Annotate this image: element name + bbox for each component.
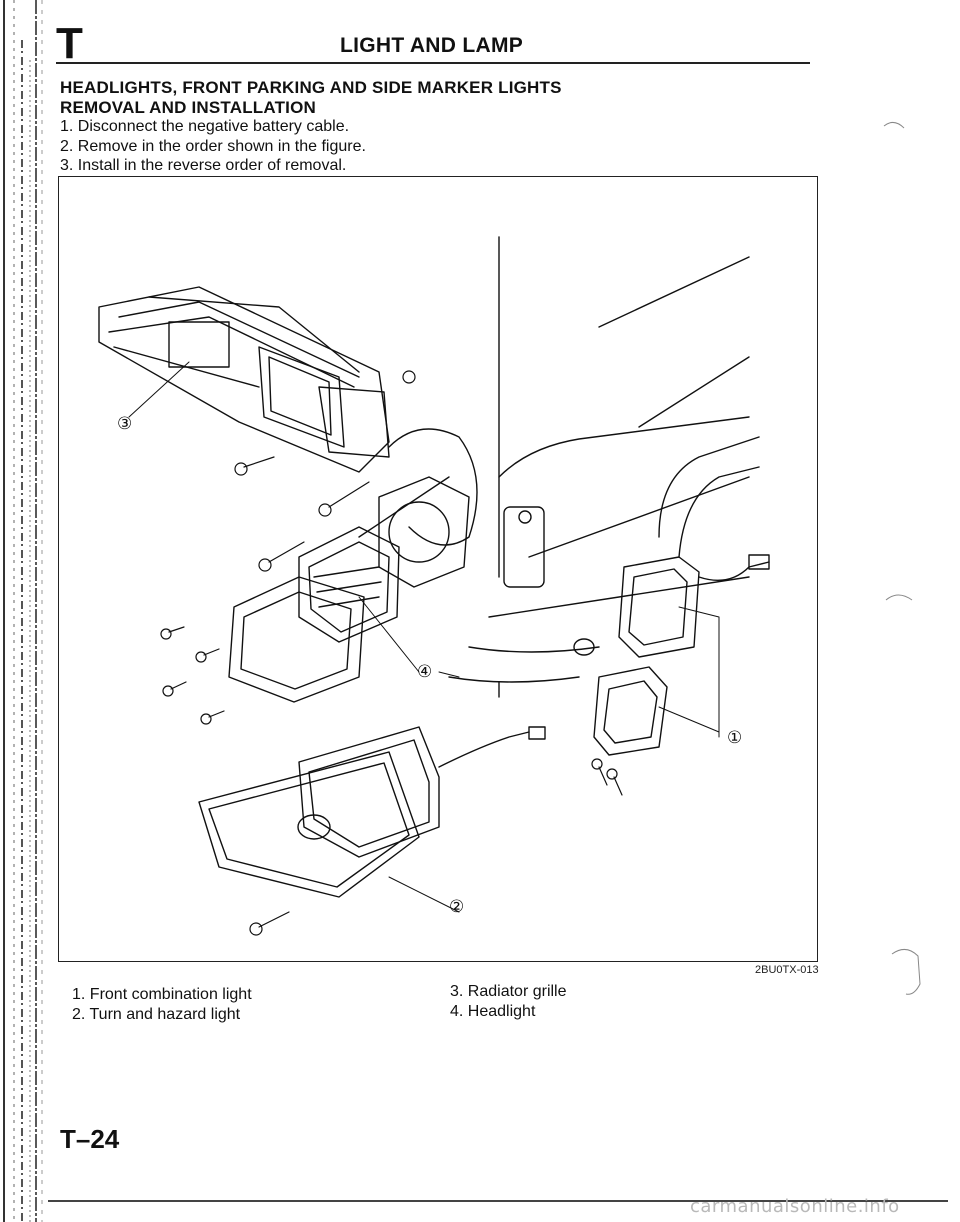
legend-left: 1. Front combination light 2. Turn and h…	[72, 985, 252, 1025]
step-3: 3. Install in the reverse order of remov…	[60, 157, 347, 174]
scan-mark	[891, 949, 921, 995]
bottom-rule	[48, 1200, 948, 1202]
front-combination-light	[573, 554, 770, 756]
legend-item-4: 4. Headlight	[450, 1003, 536, 1020]
callout-3: ③	[117, 414, 132, 434]
callout-4: ④	[417, 662, 432, 682]
section-heading: HEADLIGHTS, FRONT PARKING AND SIDE MARKE…	[60, 78, 562, 97]
screws	[160, 370, 623, 936]
headlight-assembly	[228, 476, 470, 703]
binding-edge	[0, 0, 46, 1222]
exploded-diagram: ③ ④ ① ②	[98, 236, 770, 936]
figure-code: 2BU0TX-013	[755, 964, 819, 976]
callout-2: ②	[449, 897, 464, 917]
callouts: ③ ④ ① ②	[117, 414, 742, 917]
legend-item-3: 3. Radiator grille	[450, 983, 567, 1000]
callout-1: ①	[727, 728, 742, 748]
legend-right: 3. Radiator grille 4. Headlight	[450, 982, 567, 1022]
exploded-view-figure: ③ ④ ① ②	[58, 176, 818, 962]
turn-and-hazard-light	[198, 726, 546, 898]
title-rule	[56, 62, 810, 64]
legend-item-1: 1. Front combination light	[72, 986, 252, 1003]
subsection-heading: REMOVAL AND INSTALLATION	[60, 98, 317, 117]
page-number: T–24	[60, 1124, 120, 1154]
scan-mark	[883, 122, 905, 129]
section-letter: T	[56, 19, 83, 68]
radiator-grille	[98, 286, 390, 473]
page-title: LIGHT AND LAMP	[340, 34, 524, 57]
step-2: 2. Remove in the order shown in the figu…	[60, 138, 366, 155]
scan-mark	[885, 594, 913, 601]
step-1: 1. Disconnect the negative battery cable…	[60, 118, 350, 135]
legend-item-2: 2. Turn and hazard light	[72, 1006, 241, 1023]
leader-lines	[128, 361, 720, 913]
vehicle-body	[388, 236, 760, 698]
watermark: carmanualsonline.info	[690, 1196, 900, 1217]
